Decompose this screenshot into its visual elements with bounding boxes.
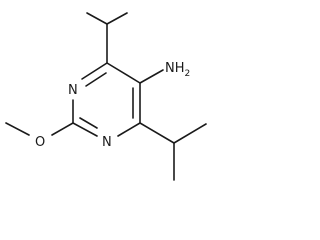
bond-ch-me-left [86, 12, 108, 25]
substituents [5, 12, 207, 181]
molecule-structure-diagram: N N O NH2 [5, 12, 207, 181]
bond-c6-n1 [117, 122, 141, 137]
bond-c5-n [139, 69, 164, 84]
bond-c2-o [51, 122, 74, 136]
bond-ch-me-right [106, 12, 128, 25]
bond-ch-me-top [173, 123, 207, 144]
bond-c4-c5 [106, 62, 141, 84]
bond-n1-c2-double [79, 117, 98, 129]
bond-o-me [5, 122, 30, 136]
pyrimidine-ring [72, 62, 141, 137]
amine-nh-label: NH [165, 61, 185, 76]
amine-group-label: NH2 [165, 61, 190, 79]
bond-c6-ch [139, 122, 175, 144]
bond-n3-c4-double [85, 72, 107, 87]
ring-nitrogen-upper-label: N [68, 83, 78, 98]
bond-n1-c2 [72, 122, 98, 137]
amine-subscript-label: 2 [185, 69, 191, 79]
ring-nitrogen-lower-label: N [102, 135, 112, 150]
methoxy-oxygen-label: O [35, 135, 45, 150]
bond-n3-c4 [81, 62, 108, 80]
